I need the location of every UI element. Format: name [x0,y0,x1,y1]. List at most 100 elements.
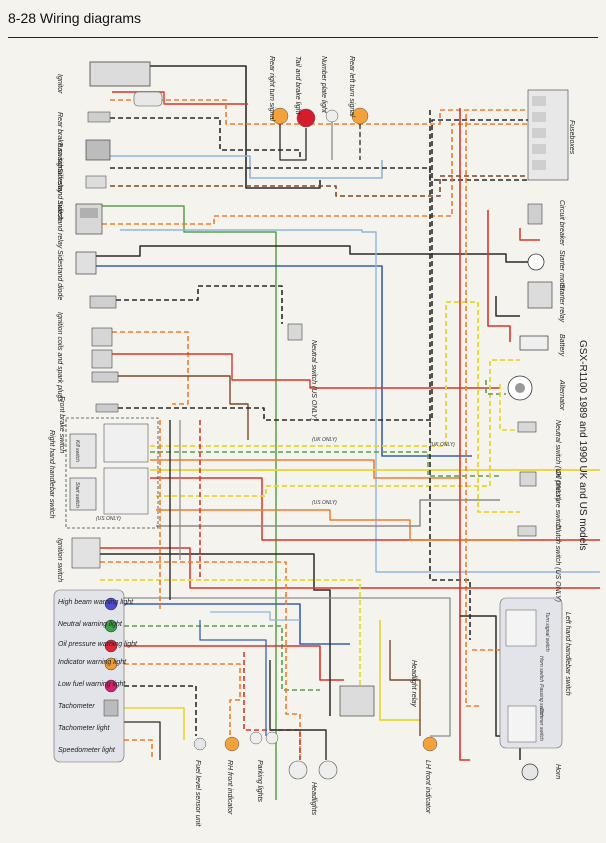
label-rh-front-indicator: RH front indicator [226,760,233,815]
label-headlights: Headlights [310,782,317,816]
label-us-only-1: (US ONLY) [312,500,337,506]
label-rear-left-signal: Rear left turn signal [348,56,355,117]
wire-red-27 [459,108,470,761]
wire-light_blue-54 [210,611,300,621]
wire-black-44 [100,553,331,716]
label-horn: Horn [554,764,561,779]
label-indicator-warning: Indicator warning light [58,659,127,666]
label-tachometer: Tachometer [58,703,95,710]
wire-yellow-18 [150,301,520,513]
warning-lamps [104,597,118,693]
wire-orange-46 [100,561,301,760]
label-starter-motor: Starter motor [558,250,565,292]
wire-black-40 [124,685,197,736]
front-brake-switch-body [95,403,119,413]
wire-black-42 [124,721,161,760]
label-fuel-level-sensor: Fuel level sensor unit [194,760,201,827]
label-oil-pressure-warning: Oil pressure warning light [58,641,138,648]
ignitor-unit [89,61,163,107]
label-alternator: Alternator [558,379,565,411]
starter-relay [527,281,553,309]
wire-orange-28 [465,114,480,707]
label-rear-brake-switch: Rear brake switch [56,112,63,168]
label-sidestand-relay: Sidestand relay [56,200,63,249]
wire-blue-53 [199,620,267,736]
label-neutral-warning: Neutral warning light [58,621,123,628]
label-parking-lights: Parking lights [256,760,263,803]
wire-red-30 [519,228,540,241]
label-starter-relay: Starter relay [558,284,565,323]
page-header: 8-28 Wiring diagrams [8,10,142,26]
wire-black-31 [495,296,520,317]
neutral-lamp [104,619,118,633]
label-high-beam: High beam warning light [58,599,134,606]
label-tail-brake-light: Tail and brake light [294,56,301,116]
wire-red-45 [100,547,600,589]
header-rule [8,37,598,38]
label-sidestand-diode: Sidestand diode [56,250,63,300]
rear-brake-switch [87,111,111,123]
label-us-only-2: (US ONLY) [96,516,121,522]
label-dimmer-switch: Dimmer switch [538,708,544,741]
clutch-switch [517,525,537,537]
instrument-panel [53,589,125,763]
wire-brown-16 [112,375,249,440]
indicator-lamp [104,657,118,671]
label-horn-switch: Horn switch [538,656,544,682]
label-ignitor: Ignitor [56,74,63,94]
wire-yellow-33 [499,384,518,431]
label-number-plate-light: Number plate light [320,56,327,114]
label-rh-handlebar-switch: Right hand handlebar switch [48,430,55,518]
fusebox [527,89,569,181]
label-turn-signal-switch: Turn signal switch [544,612,550,652]
label-clutch-switch: Clutch switch (US ONLY) [554,524,561,602]
wire-black-26 [429,110,471,640]
horn [521,763,539,781]
rear-right-signal-bulb [271,107,289,125]
wire-grey-48 [104,597,451,737]
wire-black-10 [96,245,528,263]
alternator [507,375,533,401]
lh-handlebar-switch-box [499,597,563,749]
label-tachometer-light: Tachometer light [58,725,111,732]
headlight-1 [288,760,308,780]
sidestand-switch [85,175,107,189]
wire-orange-24 [156,509,520,541]
headlight-2 [318,760,338,780]
label-front-brake-switch: Front brake switch [58,396,65,453]
wire-green-32 [485,380,506,395]
wire-orange-3 [110,99,528,125]
wire-red-2 [112,91,248,105]
number-plate-bulb [325,109,339,123]
headlight-relay [339,685,375,717]
label-lh-handlebar-switch: Left hand handlebar switch [564,612,571,696]
rear-left-signal-bulb [351,107,369,125]
rear-lights [271,107,369,128]
label-rear-right-signal: Rear right turn signal [268,56,275,121]
label-ignition-switch: Ignition switch [56,538,63,582]
bottom-lamps [193,731,438,780]
wire-orange-9 [102,123,528,225]
wire-orange-39 [124,663,241,736]
wire-black-17 [118,119,528,421]
wire-yellow-41 [124,707,185,740]
wire-orange-14 [112,331,189,405]
wire-blue-11 [96,265,472,457]
parking-light-1 [249,731,263,745]
battery [519,335,549,351]
wire-black-13 [100,285,283,324]
wire-blue-36 [124,603,350,645]
neutral-switch-us [287,323,303,341]
wire-brown-52 [389,640,421,736]
wire-harness [96,65,600,800]
high-beam-lamp [104,597,118,611]
label-uk-only-1: (UK ONLY) [312,437,337,443]
sidestand-diode [75,251,97,275]
label-neutral-switch-uk: Neutral switch (UK ONLY) [554,420,561,501]
circuit-breaker [527,203,543,225]
ignition-coils [89,295,119,383]
label-battery: Battery [558,334,565,357]
wire-light_blue-12 [120,229,600,573]
label-low-fuel-warning: Low fuel warning light [58,681,126,688]
label-oil-pressure-switch: Oil pressure switch [554,470,561,529]
